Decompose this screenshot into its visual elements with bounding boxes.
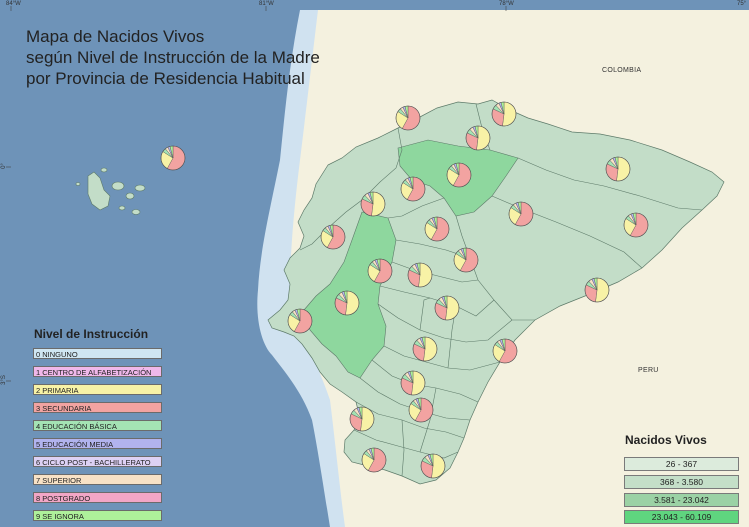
pie-outline: [605, 156, 631, 182]
pie-sucumbios: [605, 156, 631, 182]
pie-outline: [492, 338, 518, 364]
pie-zamora: [420, 453, 446, 479]
legend-item-primaria: 2 PRIMARIA: [33, 384, 162, 395]
pie-outline: [424, 216, 450, 242]
pie-outline: [407, 262, 433, 288]
pie-esmeraldas: [395, 105, 421, 131]
pie-outline: [395, 105, 421, 131]
pie-outline: [349, 406, 375, 432]
map-title-line-2: según Nivel de Instrucción de la Madre: [26, 48, 320, 67]
pie-morona: [492, 338, 518, 364]
pie-pastaza-norte: [453, 247, 479, 273]
pie-outline: [465, 125, 491, 151]
pie-imbabura: [465, 125, 491, 151]
longitude-label-84w: 84°W: [6, 1, 21, 7]
pie-outline: [360, 191, 386, 217]
pie-galapagos: [160, 145, 186, 171]
longitude-label-81w: 81°W: [259, 1, 274, 7]
pie-outline: [453, 247, 479, 273]
pie-cotopaxi: [424, 216, 450, 242]
pie-outline: [334, 290, 360, 316]
longitude-label-78w: 78°W: [499, 1, 514, 7]
legend-nacidos-title: Nacidos Vivos: [625, 433, 707, 447]
pie-tungurahua: [407, 262, 433, 288]
pie-outline: [434, 295, 460, 321]
pie-loja: [361, 447, 387, 473]
pie-manabi-norte: [360, 191, 386, 217]
legend-item-se-ignora: 9 SE IGNORA: [33, 510, 162, 521]
pie-canar: [412, 336, 438, 362]
pie-el-oro: [349, 406, 375, 432]
pie-outline: [446, 162, 472, 188]
pie-outline: [508, 201, 534, 227]
legend-item-ninguno: 0 NINGUNO: [33, 348, 162, 359]
map-title-line-3: por Provincia de Residencia Habitual: [26, 69, 305, 88]
map-title-line-1: Mapa de Nacidos Vivos: [26, 27, 205, 46]
pie-outline: [412, 336, 438, 362]
pie-loja-norte: [408, 397, 434, 423]
legend-item-superior: 7 SUPERIOR: [33, 474, 162, 485]
galapagos-islands: [75, 167, 146, 215]
pie-charts: [160, 101, 649, 479]
pie-santo-domingo: [400, 176, 426, 202]
pie-orellana: [623, 212, 649, 238]
pie-outline: [287, 308, 313, 334]
pie-carchi: [491, 101, 517, 127]
pie-outline: [420, 453, 446, 479]
pie-outline: [367, 258, 393, 284]
pie-outline: [408, 397, 434, 423]
legend-item-secundaria: 3 SECUNDARIA: [33, 402, 162, 413]
legend-class-1: 26 - 367: [624, 457, 739, 471]
pie-outline: [400, 176, 426, 202]
pie-guayas: [334, 290, 360, 316]
legend-instruccion-title: Nivel de Instrucción: [34, 327, 149, 341]
legend-item-alfabetizacion: 1 CENTRO DE ALFABETIZACIÓN: [33, 366, 162, 377]
latitude-label-3s: 3°S: [0, 375, 7, 385]
legend-item-post-bachillerato: 6 CICLO POST - BACHILLERATO: [33, 456, 162, 467]
pie-outline: [623, 212, 649, 238]
pie-outline: [400, 370, 426, 396]
pie-outline: [491, 101, 517, 127]
legend-class-3: 3.581 - 23.042: [624, 493, 739, 507]
map-title: Mapa de Nacidos Vivos según Nivel de Ins…: [26, 26, 320, 89]
country-label-peru: PERU: [638, 367, 659, 374]
pie-pichincha: [446, 162, 472, 188]
latitude-label-0: 0°: [0, 163, 7, 169]
pie-los-rios: [367, 258, 393, 284]
legend-item-educacion-basica: 4 EDUCACIÓN BÁSICA: [33, 420, 162, 431]
legend-class-4: 23.043 - 60.109: [624, 510, 739, 524]
pie-bolivar: [434, 295, 460, 321]
country-label-colombia: COLOMBIA: [602, 67, 642, 74]
pie-manabi: [320, 224, 346, 250]
pie-outline: [361, 447, 387, 473]
pie-pastaza: [584, 277, 610, 303]
pie-azuay: [400, 370, 426, 396]
legend-class-2: 368 - 3.580: [624, 475, 739, 489]
legend-item-educacion-media: 5 EDUCACIÓN MEDIA: [33, 438, 162, 449]
pie-napo: [508, 201, 534, 227]
pie-outline: [320, 224, 346, 250]
legend-item-postgrado: 8 POSTGRADO: [33, 492, 162, 503]
longitude-label-75: 75°: [737, 1, 747, 7]
graticule-ticks: [6, 6, 507, 382]
pie-santa-elena: [287, 308, 313, 334]
pie-outline: [160, 145, 186, 171]
pie-outline: [584, 277, 610, 303]
